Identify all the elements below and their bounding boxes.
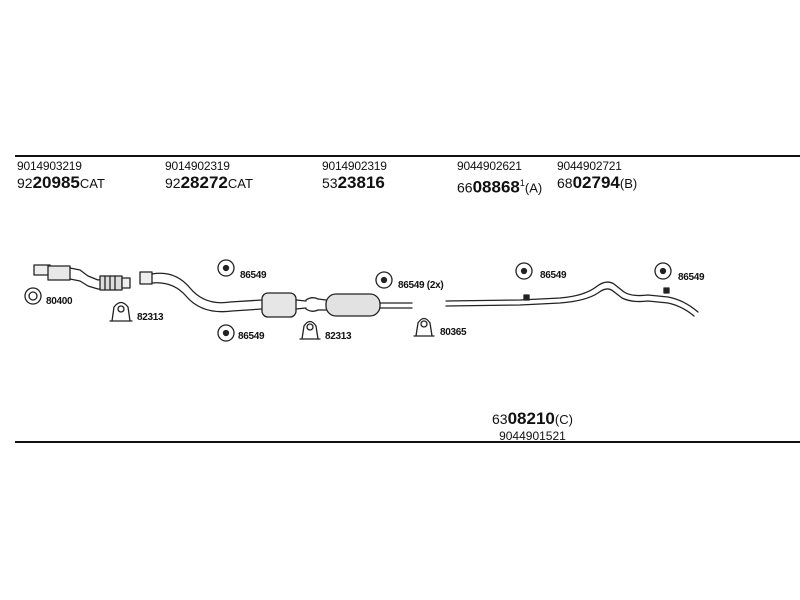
clamp-icon: [109, 301, 133, 322]
part-header-4: 9044902621 66088681(A): [457, 159, 542, 198]
oe-number: 9044902721: [557, 159, 622, 173]
part-header-5: 9044902721 6802794(B): [557, 159, 637, 194]
label-clamp: 80365: [440, 327, 467, 338]
part-number: 6308210(C): [492, 409, 573, 428]
label-clamp: 82313: [325, 331, 352, 342]
clamp-icon: [413, 317, 435, 337]
oe-number: 9014902319: [322, 159, 387, 173]
label-clamp: 82313: [137, 312, 164, 323]
part-footer: 6308210(C) 9044901521: [492, 409, 573, 442]
oe-number: 9014902319: [165, 159, 230, 173]
part-header-2: 9014902319 9228272CAT: [165, 159, 253, 194]
clamp-icon: [299, 320, 321, 340]
part-number: 9220985CAT: [17, 173, 105, 192]
label-gasket: 80400: [46, 296, 73, 307]
part-number: 5323816: [322, 173, 385, 192]
label-hanger: 86549: [238, 331, 265, 342]
hanger-icon-1: [217, 259, 235, 277]
center-muffler: [305, 293, 413, 317]
label-hanger: 86549: [240, 270, 267, 281]
part-number: 9228272CAT: [165, 173, 253, 192]
oe-number: 9044901521: [499, 429, 566, 443]
part-header-3: 9014902319 5323816: [322, 159, 387, 194]
label-hanger: 86549: [678, 272, 705, 283]
part-number: 6802794(B): [557, 173, 638, 192]
front-pipe-1: [33, 264, 131, 291]
front-pipe-2: [139, 271, 307, 318]
label-hanger: 86549: [540, 270, 567, 281]
gasket-ring-icon: [24, 287, 42, 305]
oe-number: 9014903219: [17, 159, 82, 173]
hanger-icon-2: [217, 324, 235, 342]
part-number: 66088681(A): [457, 177, 543, 197]
label-hanger: 86549 (2x): [398, 280, 444, 291]
top-divider-line: [15, 155, 800, 157]
hanger-icon-5: [654, 262, 672, 280]
hanger-icon-4: [515, 262, 533, 280]
rear-pipe: [445, 281, 699, 317]
bottom-divider-line: [15, 441, 800, 443]
part-header-1: 9014903219 9220985CAT: [17, 159, 105, 194]
oe-number: 9044902621: [457, 159, 522, 173]
hanger-icon-3: [375, 271, 393, 289]
